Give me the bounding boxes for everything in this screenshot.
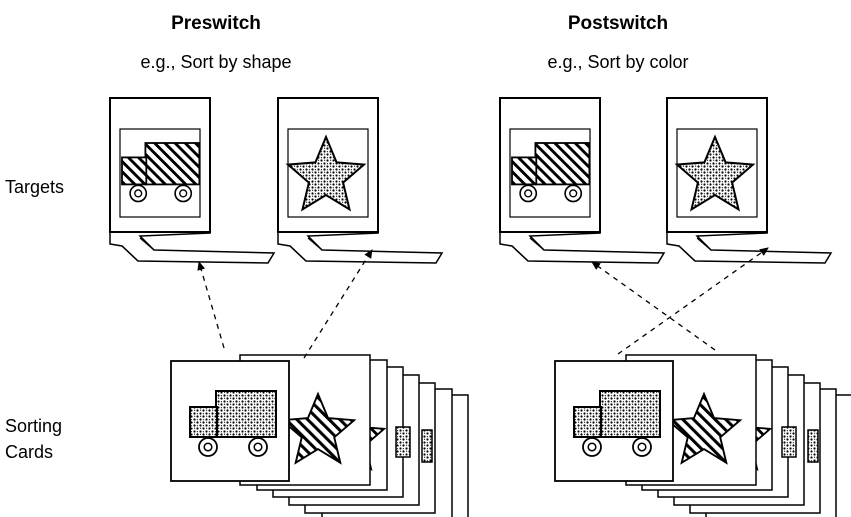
postswitch-target-star bbox=[666, 97, 832, 264]
postswitch-arrow-truck-to-star bbox=[617, 247, 769, 355]
preswitch-arrow-star bbox=[303, 249, 373, 359]
postswitch-card-stack bbox=[554, 354, 851, 517]
preswitch-target-truck bbox=[109, 97, 275, 264]
preswitch-subtitle: e.g., Sort by shape bbox=[140, 52, 291, 72]
postswitch-title: Postswitch bbox=[568, 13, 668, 34]
preswitch-arrow-truck bbox=[197, 261, 225, 349]
postswitch-arrow-star-to-truck bbox=[591, 261, 716, 351]
postswitch-subtitle: e.g., Sort by color bbox=[547, 52, 688, 72]
sorting-cards-row-label-line1: Sorting bbox=[5, 416, 62, 436]
postswitch-target-truck bbox=[499, 97, 665, 264]
preswitch-title: Preswitch bbox=[171, 13, 261, 34]
postswitch-card-truck bbox=[554, 360, 674, 482]
targets-row-label: Targets bbox=[5, 177, 64, 197]
sorting-cards-row-label-line2: Cards bbox=[5, 442, 53, 462]
preswitch-target-star bbox=[277, 97, 443, 264]
preswitch-card-truck bbox=[170, 360, 290, 482]
preswitch-card-stack bbox=[170, 354, 469, 517]
